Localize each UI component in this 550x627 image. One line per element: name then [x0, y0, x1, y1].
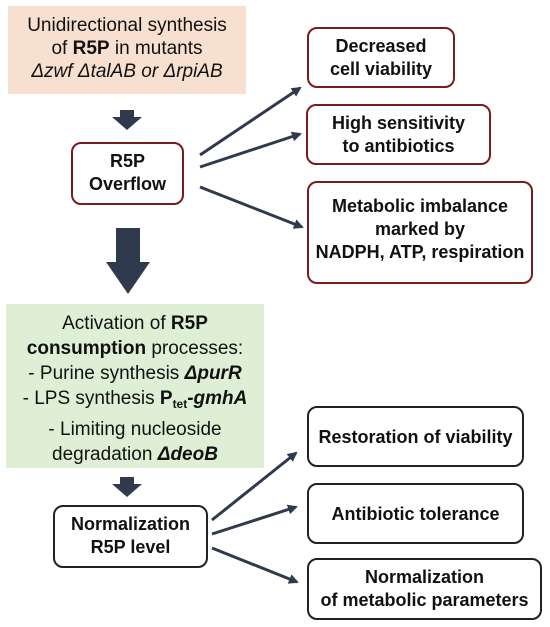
metabolic-line-1: Normalization	[364, 567, 484, 587]
arrow-down-3	[112, 477, 142, 497]
antibiotic-tolerance-box: Antibiotic tolerance	[307, 483, 524, 544]
arrow-to-imbalance	[199, 185, 304, 229]
unidirectional-line-1: Unidirectional synthesis	[27, 15, 227, 36]
arrow-to-restoration	[211, 451, 298, 522]
normalization-metabolic-box: Normalization of metabolic parameters	[307, 558, 542, 620]
arrow-to-viability	[199, 86, 302, 157]
antibiotic-sensitivity-box: High sensitivity to antibiotics	[306, 104, 491, 165]
sensitivity-line-2: to antibiotics	[342, 136, 455, 156]
unidirectional-synthesis-box: Unidirectional synthesis of R5P in mutan…	[8, 6, 246, 94]
activation-line-1: Activation of R5P	[62, 313, 208, 334]
activation-box: Activation of R5P consumption processes:…	[6, 304, 264, 468]
mutants-line: Δzwf ΔtalAB or ΔrpiAB	[31, 61, 223, 82]
unidirectional-line-2: of R5P in mutants	[51, 38, 203, 59]
limiting-nucleoside-line: - Limiting nucleoside	[48, 419, 222, 440]
purine-synthesis-line: - Purine synthesis ΔpurR	[28, 363, 242, 384]
overflow-line-1: R5P	[109, 151, 145, 171]
restoration-line: Restoration of viability	[318, 427, 513, 447]
imbalance-line-3: NADPH, ATP, respiration	[315, 242, 525, 262]
overflow-line-2: Overflow	[88, 174, 167, 194]
lps-synthesis-line: - LPS synthesis Ptet-gmhA	[22, 388, 248, 411]
imbalance-line-2: marked by	[374, 219, 466, 239]
normalization-line-2: R5P level	[90, 537, 171, 557]
normalization-line-1: Normalization	[70, 514, 190, 534]
metabolic-imbalance-box: Metabolic imbalance marked by NADPH, ATP…	[307, 181, 533, 284]
imbalance-line-1: Metabolic imbalance	[331, 196, 509, 216]
decreased-viability-box: Decreased cell viability	[307, 27, 455, 88]
r5p-overflow-box: R5P Overflow	[71, 142, 184, 205]
arrow-to-normalization-params	[211, 546, 299, 584]
arrow-down-2	[106, 228, 150, 294]
restoration-viability-box: Restoration of viability	[307, 406, 524, 467]
activation-line-2: consumption processes:	[26, 338, 244, 359]
sensitivity-line-1: High sensitivity	[331, 113, 466, 133]
viability-line-2: cell viability	[329, 59, 433, 79]
tolerance-line: Antibiotic tolerance	[331, 504, 500, 524]
arrow-to-sensitivity	[199, 131, 302, 169]
degradation-line: degradation ΔdeoB	[52, 444, 218, 465]
arrow-down-1	[112, 110, 142, 130]
viability-line-1: Decreased	[335, 36, 427, 56]
arrow-to-tolerance	[211, 504, 298, 536]
normalization-r5p-box: Normalization R5P level	[53, 505, 208, 568]
metabolic-line-2: of metabolic parameters	[320, 590, 529, 610]
